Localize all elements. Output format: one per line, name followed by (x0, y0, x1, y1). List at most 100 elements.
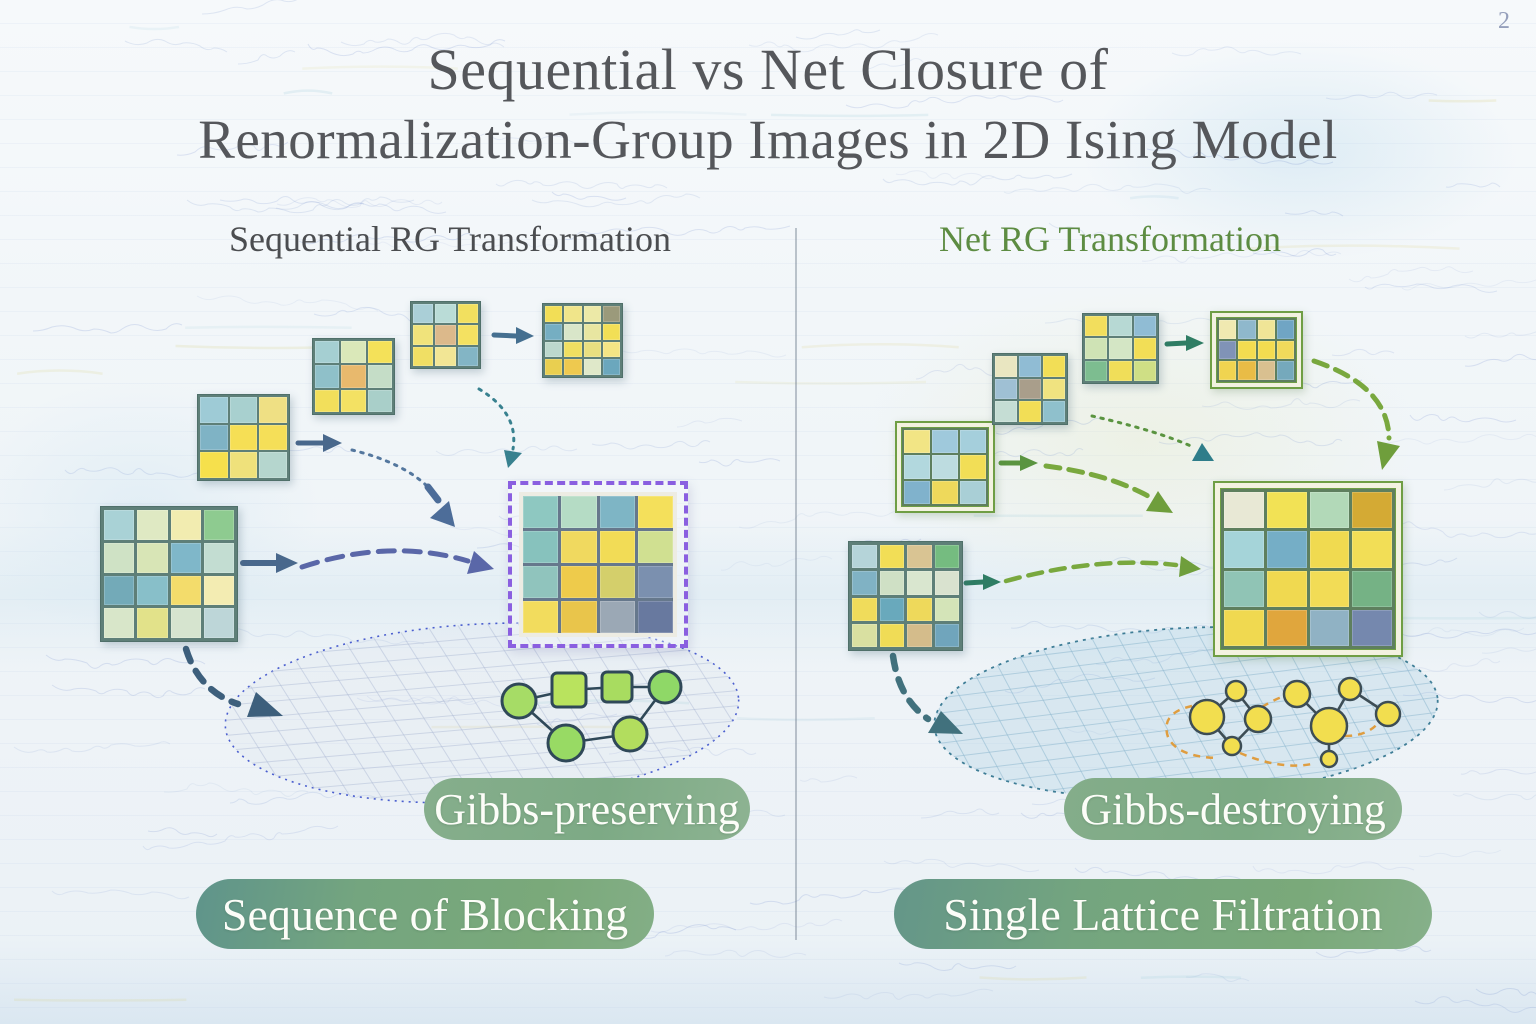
mesh-line (269, 610, 607, 816)
scribble (1020, 812, 1077, 819)
graph-node-circle (500, 682, 538, 720)
gibbs-preserving-badge: Gibbs-preserving (424, 778, 750, 840)
lattice-cell (203, 575, 234, 606)
lattice-cell (523, 566, 559, 598)
scribble (124, 38, 228, 53)
scribble (275, 196, 415, 210)
lattice-cell (457, 325, 478, 345)
graph-node-circle (1188, 698, 1226, 736)
lattice-cell (367, 389, 392, 412)
scribble (1464, 353, 1536, 367)
lattice-cell (1224, 570, 1264, 607)
lattice-cell (259, 424, 287, 451)
scribble (1348, 266, 1474, 283)
dashed-arrow (1043, 463, 1151, 499)
lattice-cell (1224, 531, 1264, 568)
graph-node-square (550, 671, 588, 709)
lattice-cell (170, 575, 201, 606)
left-network-motif (500, 669, 683, 763)
lattice-cell (1043, 356, 1065, 377)
mesh-line (225, 610, 563, 816)
lattice-cell (960, 455, 986, 479)
graph-node-circle (1309, 706, 1349, 746)
lattice-cell (602, 341, 620, 358)
lattice-cell (200, 452, 228, 478)
lattice-cell (1266, 570, 1307, 607)
lattice-cell (904, 430, 930, 454)
lattice-cell (413, 304, 434, 324)
right-network-motif (1188, 676, 1402, 769)
lattice-net-3x3-top (1082, 313, 1159, 384)
lattice-cell (904, 480, 930, 504)
lattice-cell (1352, 492, 1392, 529)
arrow-head (516, 327, 534, 344)
crayon-streak (1428, 99, 1497, 103)
scribble (1460, 768, 1536, 775)
arrow-shaft (424, 483, 442, 504)
scribble (1185, 973, 1250, 982)
sequence-of-blocking-label: Sequence of Blocking (196, 879, 654, 949)
scribble (142, 825, 339, 851)
lattice-cell (341, 341, 366, 364)
lattice-cell (1019, 356, 1041, 377)
lattice-cell (564, 341, 582, 358)
mesh-line (1123, 614, 1418, 812)
scribble (920, 808, 1000, 819)
crayon-streak (979, 976, 1087, 981)
lattice-cell (637, 531, 673, 563)
scribble (591, 440, 711, 450)
scribble (1252, 861, 1415, 875)
scribble (564, 225, 791, 241)
mesh-line (379, 610, 717, 816)
lattice-cell (637, 566, 673, 598)
gibbs-destroying-badge: Gibbs-destroying (1064, 778, 1402, 840)
scribble (51, 889, 190, 900)
scribble (1464, 331, 1536, 339)
lattice-cell (599, 601, 635, 633)
green-framed-lattice-h (895, 421, 995, 513)
scribble (1349, 658, 1501, 673)
lattice-cell (1266, 609, 1307, 646)
lattice-cell (1085, 316, 1108, 337)
lattice-cell (435, 325, 456, 345)
scribble (1074, 866, 1271, 885)
sequential-rg-image-lattice (519, 492, 677, 637)
scribble (1048, 222, 1122, 237)
lattice-cell (1219, 320, 1237, 339)
lattice-cell (1133, 316, 1156, 337)
lattice-cell (1352, 609, 1392, 646)
mesh-line (401, 610, 739, 816)
crayon-streak (283, 89, 333, 95)
page-number: 2 (1498, 8, 1510, 34)
net-rg-image-lattice (1220, 488, 1396, 650)
lattice-cell (599, 496, 635, 528)
lattice-cell (904, 455, 930, 479)
crayon-streak (735, 380, 927, 385)
lattice-cell (602, 359, 620, 375)
lattice-cell (561, 531, 597, 563)
page-title-line-1: Sequential vs Net Closure of (427, 37, 1109, 102)
graph-node-circle (1243, 704, 1273, 734)
orange-edge (1344, 721, 1380, 738)
scribble (895, 170, 995, 180)
crayon-streak (1129, 195, 1179, 200)
scribble (845, 95, 1064, 109)
lattice-cell (367, 341, 392, 364)
scribble (551, 191, 627, 201)
dotted-arrow (477, 387, 516, 451)
scribble (1402, 691, 1536, 704)
lattice-cell (341, 389, 366, 412)
crayon-streak (14, 998, 187, 1002)
lattice-net-3x3-mid (992, 353, 1068, 425)
lattice-cell (1043, 378, 1065, 400)
lattice-cell (137, 510, 168, 540)
mesh-line (929, 644, 1443, 722)
mesh-line (975, 614, 1270, 812)
lattice-cell (1266, 492, 1307, 529)
lattice-net-3x4-framed (1216, 317, 1297, 383)
lattice-cell (1238, 320, 1256, 339)
crayon-streak (1140, 975, 1242, 980)
scribble (229, 791, 378, 805)
lattice-cell (1266, 531, 1307, 568)
arrow-head (1186, 335, 1204, 351)
